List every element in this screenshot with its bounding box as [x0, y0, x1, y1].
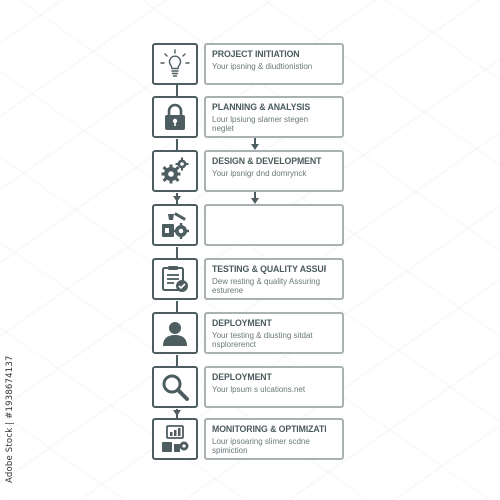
step-text-box: DEPLOYMENT Your testing & diusting sitda…: [204, 312, 344, 354]
icon-tile: [152, 96, 198, 138]
lightbulb-icon: [160, 49, 190, 77]
icon-tile: [152, 43, 198, 85]
side-connector-1: [254, 138, 256, 146]
step-planning-analysis: PLANNING & ANALYSIS Lour lpsiung slamer …: [152, 96, 344, 138]
connector-5: [176, 301, 178, 312]
icon-tile: [152, 366, 198, 408]
person-icon: [163, 322, 187, 346]
clipboard-check-icon: [162, 266, 188, 292]
chart-monitor-icon: [162, 425, 189, 452]
step-text-box: TESTING & QUALITY ASSURANCE Dew resting …: [204, 258, 344, 300]
side-arrow-2: [251, 198, 259, 204]
step-description: Your lpsum s ulcations.net: [212, 385, 306, 394]
connector-4: [176, 247, 178, 258]
step-description: Lour ipsoaring slimer scdne spimiction: [212, 437, 310, 455]
step-title: DEPLOYMENT: [212, 318, 272, 329]
padlock-icon: [165, 103, 185, 130]
step-text-box: MONITORING & OPTIMIZATION Lour ipsoaring…: [204, 418, 344, 460]
step-text-box: [204, 204, 344, 246]
step-design-development: DESIGN & DEVELOPMENT Your ipsnigr dnd do…: [152, 150, 344, 192]
step-description: Dew resting & quality Assuring esturene: [212, 277, 321, 295]
gears-icon: [161, 157, 189, 184]
step-description: Your ipsnigr dnd domrynck: [212, 169, 307, 178]
step-title: MONITORING & OPTIMIZATION: [212, 424, 326, 435]
step-title: PLANNING & ANALYSIS: [212, 102, 311, 113]
step-title: DESIGN & DEVELOPMENT: [212, 156, 322, 167]
step-title: TESTING & QUALITY ASSURANCE: [212, 264, 326, 275]
magnifier-icon: [162, 374, 189, 401]
step-description: Your testing & diusting sitdat nsplorere…: [212, 331, 313, 349]
step-monitoring-optimization: MONITORING & OPTIMIZATION Lour ipsoaring…: [152, 418, 344, 460]
step-deployment-2: DEPLOYMENT Your lpsum s ulcations.net: [152, 366, 344, 408]
step-description: Your ipsning & diudtionistion: [212, 62, 313, 71]
step-title: PROJECT INITIATION: [212, 49, 300, 60]
icon-tile: [152, 258, 198, 300]
connector-2: [176, 139, 178, 150]
step-title: DEPLOYMENT: [212, 372, 272, 383]
icon-tile: [152, 418, 198, 460]
icon-tile: [152, 150, 198, 192]
step-text-box: PROJECT INITIATION Your ipsning & diudti…: [204, 43, 344, 85]
step-description: Lour lpsiung slamer stegen neglet: [212, 115, 309, 133]
tools-gear-icon: [162, 212, 189, 239]
icon-tile: [152, 312, 198, 354]
step-empty: [152, 204, 344, 246]
icon-tile: [152, 204, 198, 246]
step-text-box: PLANNING & ANALYSIS Lour lpsiung slamer …: [204, 96, 344, 138]
connector-6: [176, 355, 178, 366]
step-deployment: DEPLOYMENT Your testing & diusting sitda…: [152, 312, 344, 354]
connector-1: [176, 85, 178, 96]
connector-arrow-7: [173, 410, 181, 416]
side-arrow-1: [251, 144, 259, 150]
step-project-initiation: PROJECT INITIATION Your ipsning & diudti…: [152, 43, 344, 85]
step-testing-quality-assurance: TESTING & QUALITY ASSURANCE Dew resting …: [152, 258, 344, 300]
connector-arrow-3: [173, 196, 181, 202]
side-connector-2: [254, 192, 256, 200]
step-text-box: DESIGN & DEVELOPMENT Your ipsnigr dnd do…: [204, 150, 344, 192]
step-text-box: DEPLOYMENT Your lpsum s ulcations.net: [204, 366, 344, 408]
